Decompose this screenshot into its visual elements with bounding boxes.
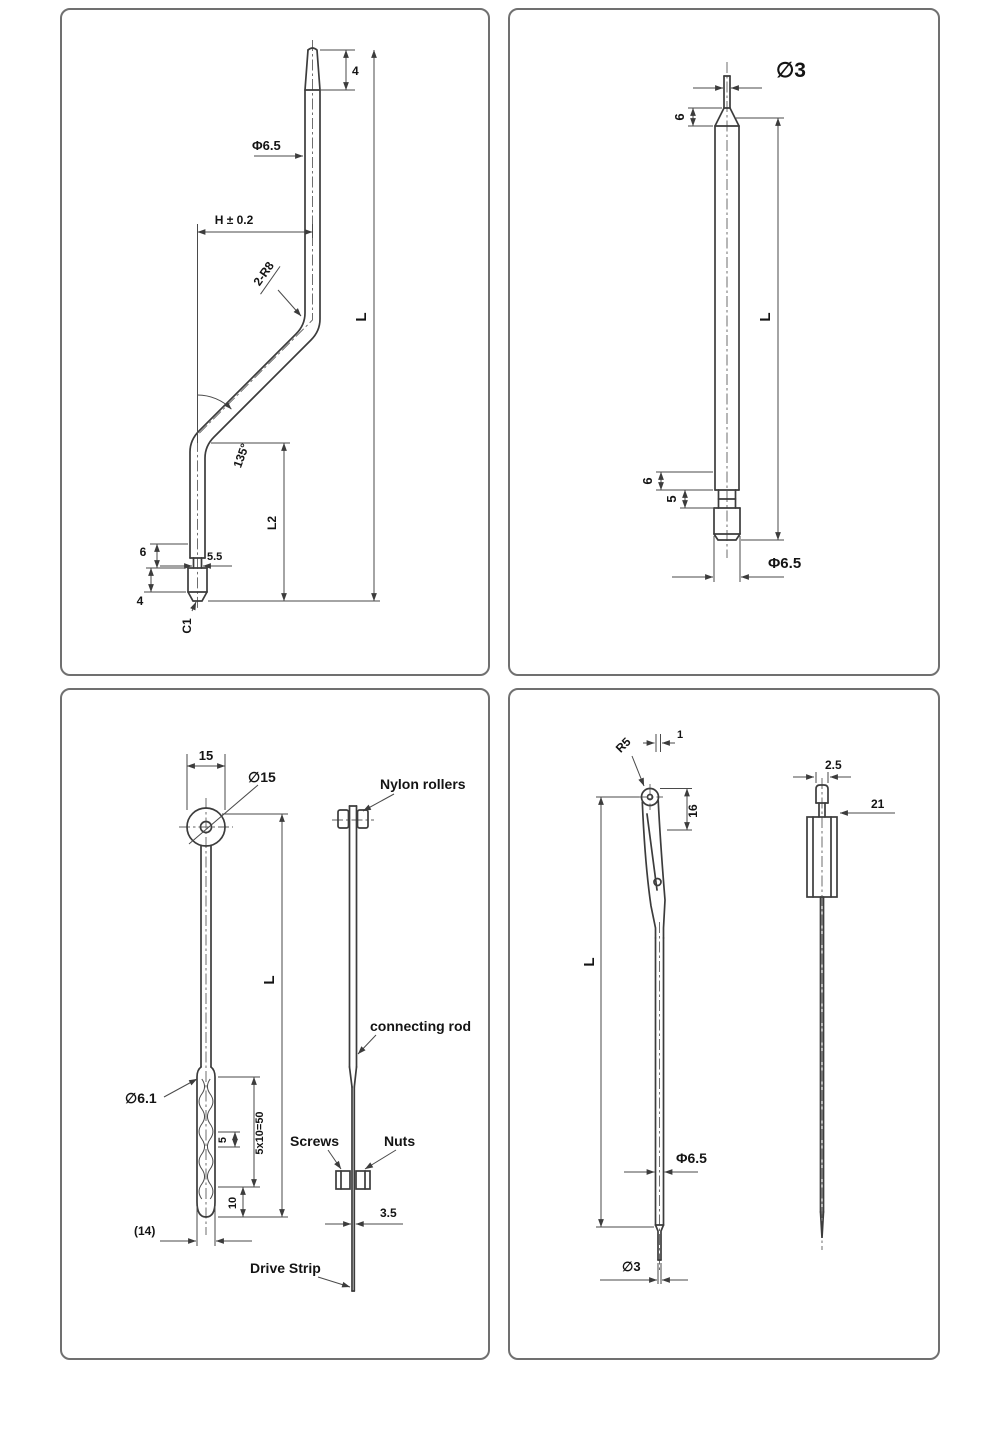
dim-rod-diameter: Φ6.5 xyxy=(676,1150,707,1166)
dim-groove-a: 6 xyxy=(640,477,655,484)
panel-straight-rod: ∅3 6 L 6 5 Φ6.5 xyxy=(508,8,940,676)
dimension-lines xyxy=(656,85,784,582)
dim-neck-width: 5.5 xyxy=(207,551,222,563)
dimension-labels: ∅3 6 L 6 5 Φ6.5 xyxy=(640,59,806,572)
dim-overall-length: L xyxy=(353,312,370,321)
side-view-outline xyxy=(335,805,371,1292)
dim-pivot-radius: R5 xyxy=(613,735,634,756)
crank-rod-view: 4 Φ6.5 H ± 0.2 2-R8 L 135° L2 5.5 6 4 C1 xyxy=(137,40,380,634)
dim-overall-length: L xyxy=(581,957,598,966)
dim-tip-length: 6 xyxy=(672,113,687,120)
panel-connecting-rod: 15 ∅15 Nylon rollers L ∅6.1 5 5x10=50 10… xyxy=(60,688,490,1360)
dim-bend-radius: 2-R8 xyxy=(251,259,278,289)
side-view-outline xyxy=(806,784,838,1239)
dim-chamfer: C1 xyxy=(180,618,194,634)
dim-cap-height: 4 xyxy=(137,594,144,608)
dim-thread-diameter: ∅6.1 xyxy=(125,1090,157,1106)
labels: 15 ∅15 Nylon rollers L ∅6.1 5 5x10=50 10… xyxy=(125,748,471,1276)
dimension-lines xyxy=(144,49,380,612)
dimension-lines xyxy=(596,734,895,1284)
dim-offset-h: H ± 0.2 xyxy=(215,213,254,227)
rod-centerline xyxy=(197,40,313,610)
dim-overall-length: L xyxy=(757,312,774,321)
dim-thread-length: 5x10=50 xyxy=(254,1111,266,1154)
dim-lower-length: L2 xyxy=(265,516,279,530)
label-nuts: Nuts xyxy=(384,1133,415,1149)
dim-angle: 135° xyxy=(230,441,252,469)
panel-bent-crank-rod: 4 Φ6.5 H ± 0.2 2-R8 L 135° L2 5.5 6 4 C1 xyxy=(60,8,490,676)
dim-head-width: 15 xyxy=(199,748,213,763)
dim-pitch: 5 xyxy=(217,1137,229,1143)
dim-tip-diameter: ∅3 xyxy=(622,1259,641,1274)
front-view-outline xyxy=(640,787,666,1261)
centerlines xyxy=(637,778,823,1272)
dim-head-length: 16 xyxy=(686,804,700,818)
dim-tail-width: (14) xyxy=(134,1224,155,1238)
dimension-labels: 4 Φ6.5 H ± 0.2 2-R8 L 135° L2 5.5 6 4 C1 xyxy=(137,64,370,634)
dimension-lines xyxy=(160,754,403,1288)
label-screws: Screws xyxy=(290,1133,339,1149)
dim-body-length: 21 xyxy=(871,797,885,811)
labels: R5 1 16 L Φ6.5 ∅3 2.5 21 xyxy=(581,729,885,1274)
dim-diameter: Φ6.5 xyxy=(768,555,801,572)
thread-profile xyxy=(198,1078,214,1200)
label-connecting-rod: connecting rod xyxy=(370,1018,471,1034)
dim-diameter: Φ6.5 xyxy=(252,138,281,153)
front-view-outline xyxy=(186,807,226,1218)
panel-lever-arm: R5 1 16 L Φ6.5 ∅3 2.5 21 xyxy=(508,688,940,1360)
dim-top-offset: 1 xyxy=(677,729,683,741)
dim-tip-length: 4 xyxy=(352,64,359,78)
dim-strip-thickness: 3.5 xyxy=(380,1206,397,1220)
dim-tip-diameter: ∅3 xyxy=(776,59,806,82)
dim-head-diameter: ∅15 xyxy=(248,769,276,785)
dim-overall-length: L xyxy=(261,975,278,984)
centerlines xyxy=(179,798,374,1235)
rod-outline xyxy=(187,47,321,602)
rod-outline xyxy=(713,75,741,541)
dim-knob-width: 2.5 xyxy=(825,758,842,772)
label-nylon-rollers: Nylon rollers xyxy=(380,776,466,792)
connecting-rod-view: 15 ∅15 Nylon rollers L ∅6.1 5 5x10=50 10… xyxy=(125,748,471,1292)
lever-arm-view: R5 1 16 L Φ6.5 ∅3 2.5 21 xyxy=(581,729,895,1284)
straight-rod-view: ∅3 6 L 6 5 Φ6.5 xyxy=(640,59,806,582)
dim-groove-height: 6 xyxy=(140,545,147,559)
dim-groove-b: 5 xyxy=(664,495,679,502)
dim-tail-length: 10 xyxy=(227,1197,239,1209)
label-drive-strip: Drive Strip xyxy=(250,1260,321,1276)
